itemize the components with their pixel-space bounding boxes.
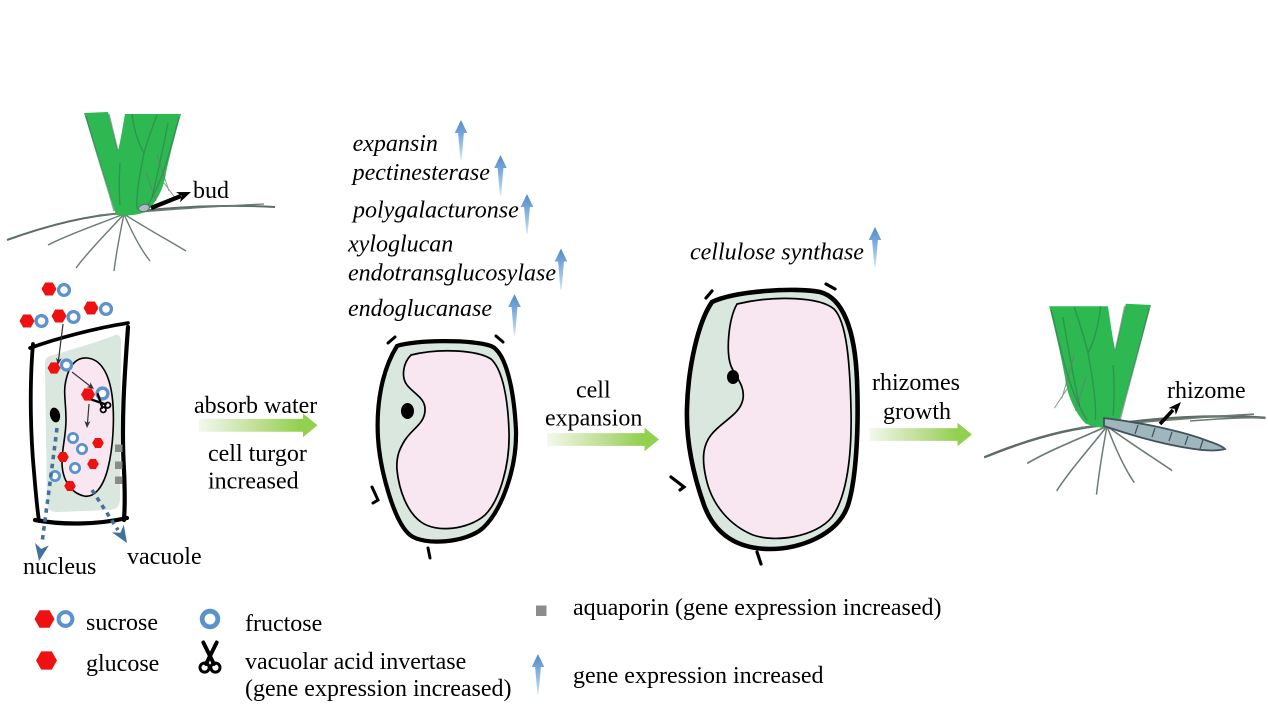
svg-text:nucleus: nucleus: [23, 554, 96, 580]
svg-text:absorb water: absorb water: [194, 393, 317, 419]
svg-text:xyloglucan: xyloglucan: [347, 232, 453, 258]
svg-text:expansion: expansion: [545, 406, 642, 432]
svg-text:polygalacturonse: polygalacturonse: [351, 198, 519, 224]
svg-text:endoglucanase: endoglucanase: [348, 296, 492, 322]
svg-text:vacuolar acid invertase: vacuolar acid invertase: [245, 649, 466, 675]
svg-text:gene expression increased: gene expression increased: [573, 663, 824, 689]
svg-text:vacuole: vacuole: [127, 544, 202, 570]
svg-text:endotransglucosylase: endotransglucosylase: [348, 261, 556, 287]
svg-text:increased: increased: [208, 469, 299, 495]
svg-text:sucrose: sucrose: [86, 610, 158, 636]
svg-text:glucose: glucose: [86, 651, 159, 677]
svg-text:expansin: expansin: [353, 131, 438, 157]
svg-text:(gene expression increased): (gene expression increased): [245, 676, 512, 702]
svg-text:aquaporin (gene expression inc: aquaporin (gene expression increased): [573, 595, 942, 621]
svg-text:cell: cell: [576, 378, 611, 404]
svg-text:rhizomes: rhizomes: [872, 370, 960, 396]
svg-text:growth: growth: [883, 399, 951, 425]
svg-text:bud: bud: [193, 178, 229, 204]
svg-text:cellulose synthase: cellulose synthase: [690, 240, 864, 266]
svg-text:cell turgor: cell turgor: [208, 441, 307, 467]
svg-text:pectinesterase: pectinesterase: [351, 160, 491, 186]
svg-text:fructose: fructose: [245, 611, 322, 637]
svg-text:rhizome: rhizome: [1167, 378, 1246, 404]
